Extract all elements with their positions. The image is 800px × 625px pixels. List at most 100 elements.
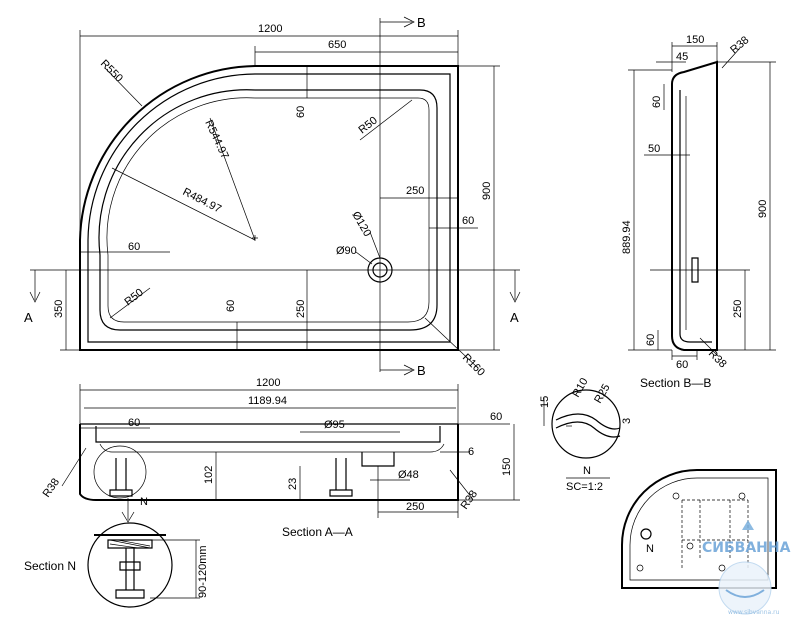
section-n-circle <box>87 522 173 608</box>
detail-n-circle <box>551 389 621 459</box>
section-n-height: 90-120mm <box>197 545 209 598</box>
leader-r160 <box>424 317 479 369</box>
logo-bath-icon <box>725 589 765 598</box>
plan-view: A A B B 1200 650 900 60 250 60 60 350 60 <box>24 15 521 379</box>
basin-inner-outline <box>98 89 438 331</box>
watermark-brand: СИБВАННА <box>702 540 791 556</box>
bb-dim-line-900 <box>717 61 776 351</box>
aa-dim-1200: 1200 <box>256 377 280 389</box>
section-n-hatch <box>109 539 151 549</box>
leader-r550 <box>104 67 143 107</box>
section-n-nut <box>119 561 141 571</box>
section-n-rod <box>125 548 135 590</box>
leader-d120 <box>369 231 381 259</box>
logo-drop-icon <box>742 520 754 530</box>
section-n-plate <box>107 539 153 549</box>
section-bb-drain <box>691 257 699 283</box>
bb-r38-top: R38 <box>728 34 751 56</box>
bb-dim-889: 889.94 <box>621 220 633 254</box>
watermark-logo: СИБВАННА www.sibvanna.ru <box>702 520 791 616</box>
detail-n-scale: SC=1:2 <box>566 481 603 493</box>
mini-plan-foot-1 <box>640 528 652 540</box>
bb-r38-bottom: R38 <box>706 348 729 371</box>
detail-n-r25: R25 <box>592 382 612 405</box>
center-mark <box>252 235 258 241</box>
aa-dim-250: 250 <box>406 501 424 513</box>
mini-plan-inner <box>629 477 769 581</box>
section-n-arrow <box>121 498 135 523</box>
bb-dim-150: 150 <box>686 34 704 46</box>
bb-dim-60-bottom: 60 <box>676 359 688 371</box>
section-bb-inner <box>679 90 712 343</box>
leader-r50-top <box>359 99 413 141</box>
dim-line-650 <box>254 46 458 66</box>
aa-leader-r38-l <box>61 447 87 487</box>
logo-badge-icon <box>718 561 772 615</box>
aa-dim-d95: Ø95 <box>324 419 345 431</box>
bb-leader-r38-top <box>721 47 741 69</box>
section-aa-n-marker: N <box>140 496 148 508</box>
aa-dim-6: 6 <box>468 446 474 458</box>
section-n-base <box>115 589 145 599</box>
cut-arrow-a-left <box>29 270 41 303</box>
tray-rim <box>87 73 451 343</box>
cut-a-left-label: A <box>24 310 33 325</box>
detail-n-view: 15 R10 R25 3 N SC=1:2 <box>539 376 633 493</box>
aa-dim-23: 23 <box>287 478 299 490</box>
aa-dim-102: 102 <box>203 466 215 484</box>
dim-60-right: 60 <box>462 215 474 227</box>
detail-n-circle-marker <box>93 445 147 499</box>
leader-r544 <box>209 117 256 241</box>
bb-dim-line-889 <box>628 69 672 351</box>
bb-dim-60-top: 60 <box>651 96 663 108</box>
mini-plan-foot-3 <box>738 492 746 500</box>
section-aa-basin-bottom <box>99 443 445 453</box>
mini-plan-n-marker: N <box>646 543 654 555</box>
bb-dim-50: 50 <box>648 143 660 155</box>
bb-dim-60-low: 60 <box>645 334 657 346</box>
dim-line-350 <box>60 270 80 351</box>
section-aa-drain <box>361 452 395 467</box>
mini-plan-foot-2 <box>672 492 680 500</box>
detail-n-dim-3: 3 <box>621 418 633 424</box>
bb-dim-line-60-bottom <box>671 350 698 360</box>
bb-dim-900: 900 <box>757 200 769 218</box>
diameter-d90: Ø90 <box>336 245 357 257</box>
bb-dim-45: 45 <box>676 51 688 63</box>
dim-350: 350 <box>53 300 65 318</box>
detail-n-r10: R10 <box>570 376 590 399</box>
detail-n-dim-15: 15 <box>539 396 551 408</box>
bb-dim-250: 250 <box>732 300 744 318</box>
dim-line-1200 <box>79 30 459 240</box>
diameter-d120: Ø120 <box>349 210 373 239</box>
dim-60-left: 60 <box>128 241 140 253</box>
section-aa-foot-left <box>109 458 133 497</box>
section-aa-view: N 1200 1189.94 60 60 Ø95 Ø48 6 150 102 2… <box>41 377 520 539</box>
dim-250-v: 250 <box>295 300 307 318</box>
bb-leader-r38-bottom <box>699 337 719 357</box>
section-bb-outline <box>671 60 718 351</box>
basin-inner-step <box>106 97 430 323</box>
bb-dim-line-150 <box>671 42 718 72</box>
aa-dim-line-150 <box>458 424 520 501</box>
radius-r484: R484.97 <box>181 186 224 216</box>
section-aa-basin <box>95 426 441 443</box>
watermark-url: www.sibvanna.ru <box>728 609 780 616</box>
cut-arrow-b-bottom <box>380 364 415 376</box>
radius-r550: R550 <box>98 58 125 85</box>
section-aa-outline <box>79 424 459 501</box>
dim-900: 900 <box>481 182 493 200</box>
leader-r484 <box>111 167 256 241</box>
aa-r38-l: R38 <box>41 476 62 499</box>
section-aa-title: Section A—A <box>282 525 353 539</box>
aa-dim-line-1200 <box>79 384 459 424</box>
section-n-title: Section N <box>24 559 76 573</box>
bb-dim-line-250 <box>650 269 750 350</box>
aa-dim-line-250 <box>377 466 459 518</box>
cut-b-bottom-label: B <box>417 363 426 378</box>
aa-dim-d48: Ø48 <box>398 469 419 481</box>
section-aa-foot-right <box>329 458 353 497</box>
mini-plan-outline <box>621 469 777 589</box>
radius-r160: R160 <box>460 352 487 379</box>
